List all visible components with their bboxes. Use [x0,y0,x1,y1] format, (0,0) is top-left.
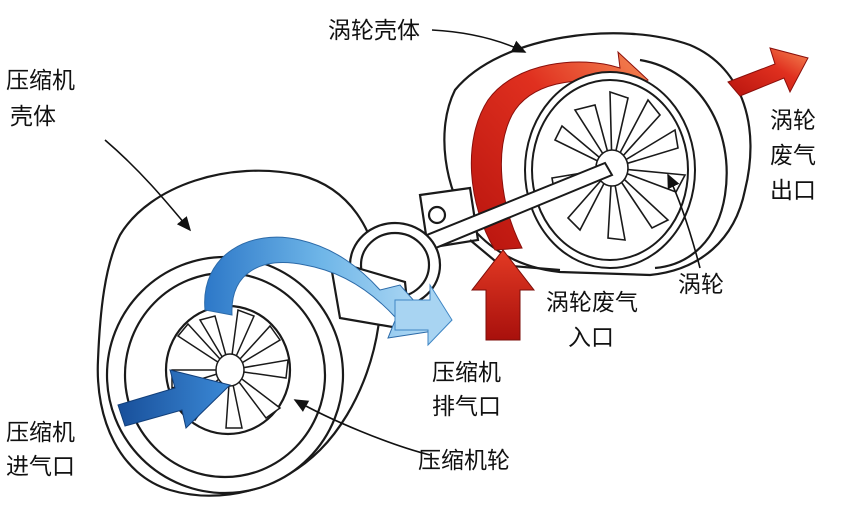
turbine-exhaust-inlet-arrow [470,249,536,341]
turbine-exhaust-outlet-arrow [727,47,809,97]
compressor-inlet-arrow [117,369,231,429]
turbine-exhaust-flow [470,50,649,251]
leader-lines [104,29,701,456]
label-compressor-outlet-line1: 压缩机 [432,360,501,386]
compressor-outlet-arrow [394,283,453,347]
label-turbine-exhaust-outlet-line2: 废气 [770,143,816,169]
compressor-air-flow [204,236,441,339]
label-turbine-exhaust-outlet-line3: 出口 [770,178,816,204]
label-compressor-housing-line1: 压缩机 [6,68,75,94]
label-turbine-exhaust-inlet-line1: 涡轮废气 [546,290,638,316]
label-compressor-inlet-line1: 压缩机 [6,420,75,446]
label-turbine-wheel: 涡轮 [678,272,724,298]
label-turbine-housing: 涡轮壳体 [328,18,420,44]
label-compressor-inlet-line2: 进气口 [6,454,75,480]
label-turbine-exhaust-inlet-line2: 入口 [568,325,614,351]
label-compressor-wheel: 压缩机轮 [418,448,510,474]
label-turbine-exhaust-outlet-line1: 涡轮 [770,108,816,134]
label-compressor-housing-line2: 壳体 [10,104,56,130]
label-compressor-outlet-line2: 排气口 [432,394,501,420]
